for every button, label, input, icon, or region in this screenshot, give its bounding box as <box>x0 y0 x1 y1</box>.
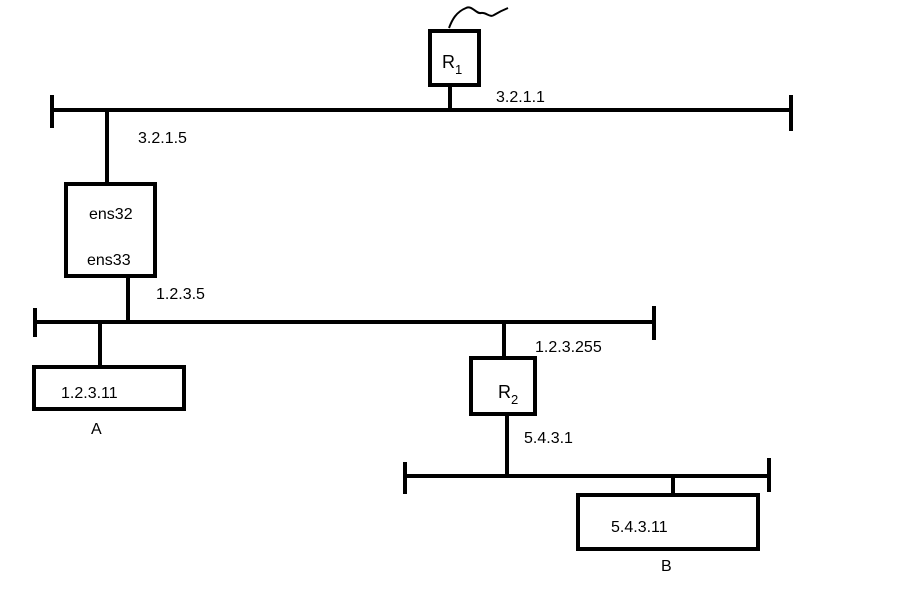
router-r1-box <box>428 29 481 87</box>
router-r2-box <box>469 356 537 416</box>
router-r2-bottom-address: 5.4.3.1 <box>524 430 573 447</box>
router-r1-letter: R <box>442 52 455 72</box>
gateway-bottom-address: 1.2.3.5 <box>156 286 205 303</box>
host-a-name: A <box>91 421 102 438</box>
router-r2-label: R2 <box>498 382 518 407</box>
host-b-address: 5.4.3.11 <box>611 519 668 536</box>
router-r2-top-address: 1.2.3.255 <box>535 339 602 356</box>
host-b-name: B <box>661 558 672 575</box>
host-a-box <box>32 365 186 411</box>
host-a-address: 1.2.3.11 <box>61 385 118 402</box>
gateway-box <box>64 182 157 278</box>
router-r1-address: 3.2.1.1 <box>496 89 545 106</box>
router-r1-label: R1 <box>442 52 462 77</box>
internet-link-squiggle <box>448 6 509 29</box>
router-r2-subscript: 2 <box>511 392 518 407</box>
gateway-top-address: 3.2.1.5 <box>138 130 187 147</box>
host-b-box <box>576 493 760 551</box>
router-r1-subscript: 1 <box>455 62 462 77</box>
router-r2-letter: R <box>498 382 511 402</box>
gateway-iface-ens33: ens33 <box>87 252 131 269</box>
gateway-iface-ens32: ens32 <box>89 206 133 223</box>
